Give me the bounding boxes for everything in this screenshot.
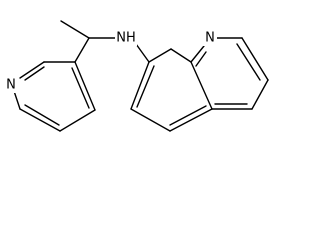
quinoline-pyridine-ring <box>190 37 269 110</box>
pyridine-bond-3 <box>13 90 21 110</box>
benzo-bond-5 <box>190 61 213 110</box>
benzo-double-4 <box>169 105 207 126</box>
pyridine-bond-4 <box>19 108 61 132</box>
pyridine-n-label-bg <box>4 77 18 93</box>
alkyl-chain <box>60 20 150 63</box>
quinoline-n-label-bg <box>203 30 217 46</box>
pyridine-bond-2 <box>19 61 45 79</box>
pyr-double-3 <box>236 43 261 81</box>
bond-ch-pyridine <box>74 37 90 63</box>
pyridine-bond-5 <box>59 109 96 132</box>
pyridine-bond-6 <box>74 61 96 111</box>
nh-label: NH <box>116 31 136 46</box>
pyr-bond-1 <box>190 45 205 63</box>
bond-methyl-ch <box>60 20 90 39</box>
benzo-bond-6 <box>170 48 192 63</box>
benzo-double-2 <box>136 65 155 108</box>
quinoline-benzo-ring <box>130 48 213 132</box>
benzo-bond-2 <box>130 61 150 110</box>
benzo-bond-1 <box>148 48 172 63</box>
atom-labels: NH N N <box>4 30 217 93</box>
pyr-bond-4 <box>251 79 269 110</box>
pyridine-double-4 <box>24 104 60 126</box>
pyr-bond-3 <box>241 37 269 81</box>
benzo-bond-3 <box>130 108 171 132</box>
pyridine-double-2 <box>24 66 45 81</box>
pyridine-ring <box>13 61 96 132</box>
benzo-bond-4 <box>169 108 213 132</box>
pyridine-n-label: N <box>6 78 16 93</box>
nh-label-bg <box>115 30 137 46</box>
molecule-structure-diagram: NH N N <box>4 20 269 132</box>
pyridine-double-6 <box>71 67 90 109</box>
bond-nh-quinoline <box>135 43 150 63</box>
quinoline-n-label: N <box>205 31 215 46</box>
pyr-double-1 <box>195 51 207 67</box>
